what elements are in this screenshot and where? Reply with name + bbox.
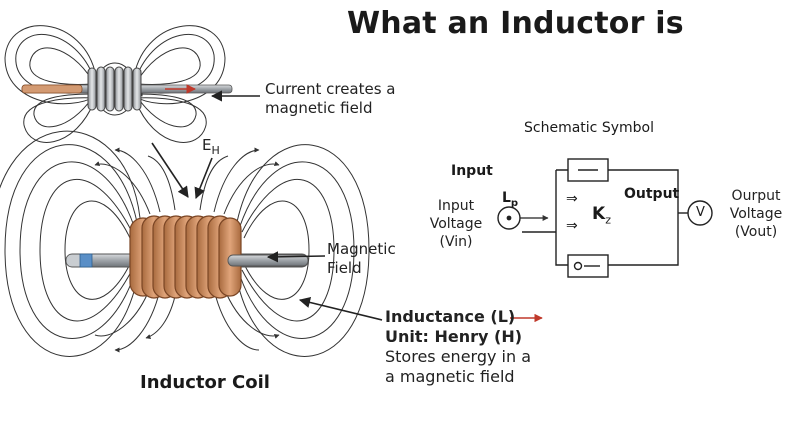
- schematic-title: Schematic Symbol: [524, 120, 654, 136]
- big-coil-illustration: [0, 130, 370, 357]
- eh-arrow-left: [151, 142, 189, 198]
- magnetic-field-pointer: [266, 251, 326, 263]
- lp-label-base: L: [502, 190, 511, 206]
- eh-label: EH: [202, 136, 220, 160]
- lp-label: Lp: [502, 190, 518, 209]
- output-voltage-line2: Voltage: [729, 206, 783, 222]
- eh-label-sub: H: [211, 144, 220, 157]
- big-coil-blue-band: [79, 253, 93, 268]
- schematic-loop: [555, 169, 679, 266]
- magnetic-field-line2: Field: [327, 259, 362, 277]
- current-annotation: Current creates a magnetic field: [265, 80, 396, 118]
- current-annotation-line2: magnetic field: [265, 99, 373, 117]
- kz-label: Kz: [592, 204, 611, 226]
- inductance-line2: Unit: Henry (H): [385, 327, 523, 346]
- input-voltage-line2: Voltage: [429, 216, 483, 232]
- small-coil-turns: [87, 66, 142, 112]
- inductance-line4: a magnetic field: [385, 367, 515, 386]
- big-coil-turns: [129, 215, 242, 299]
- schematic-arrow-2: ⇒: [566, 218, 578, 234]
- schematic-input-label: Input: [451, 163, 493, 179]
- kz-label-base: K: [592, 204, 606, 224]
- inductance-line1: Inductance (L): [385, 307, 516, 326]
- input-voltage-label: Input Voltage (Vin): [424, 197, 488, 251]
- lp-label-sub: p: [510, 197, 519, 209]
- eh-label-base: E: [202, 136, 212, 154]
- voltmeter-symbol-label: V: [696, 205, 705, 220]
- magnetic-field-label: Magnetic Field: [327, 240, 396, 278]
- output-voltage-line1: Ourput: [731, 188, 781, 204]
- input-voltage-line1: Input: [437, 198, 475, 214]
- eh-arrow-right: [194, 157, 213, 200]
- coil-caption: Inductor Coil: [140, 372, 270, 393]
- small-coil-illustration: [4, 25, 233, 143]
- schematic-circuit: [522, 158, 679, 278]
- big-coil-field-lines: [0, 130, 370, 357]
- voltmeter-symbol: [678, 200, 713, 226]
- magnetic-field-line1: Magnetic: [327, 240, 396, 258]
- output-voltage-line3: (Vout): [734, 224, 778, 240]
- input-voltage-line3: (Vin): [439, 234, 473, 250]
- inductance-pointer: [298, 296, 383, 321]
- small-coil-copper-lead: [21, 84, 83, 94]
- current-annotation-line1: Current creates a: [265, 80, 396, 98]
- lp-source-symbol: [497, 206, 549, 230]
- page-title: What an Inductor is: [347, 6, 684, 41]
- output-voltage-label: Ourput Voltage (Vout): [718, 187, 794, 241]
- schematic-output-label: Output: [624, 186, 680, 202]
- inductance-block: Inductance (L) Unit: Henry (H) Stores en…: [385, 307, 531, 387]
- schematic-arrow-1: ⇒: [566, 191, 578, 207]
- inductance-line3: Stores energy in a: [385, 347, 532, 366]
- kz-label-sub: z: [605, 213, 611, 227]
